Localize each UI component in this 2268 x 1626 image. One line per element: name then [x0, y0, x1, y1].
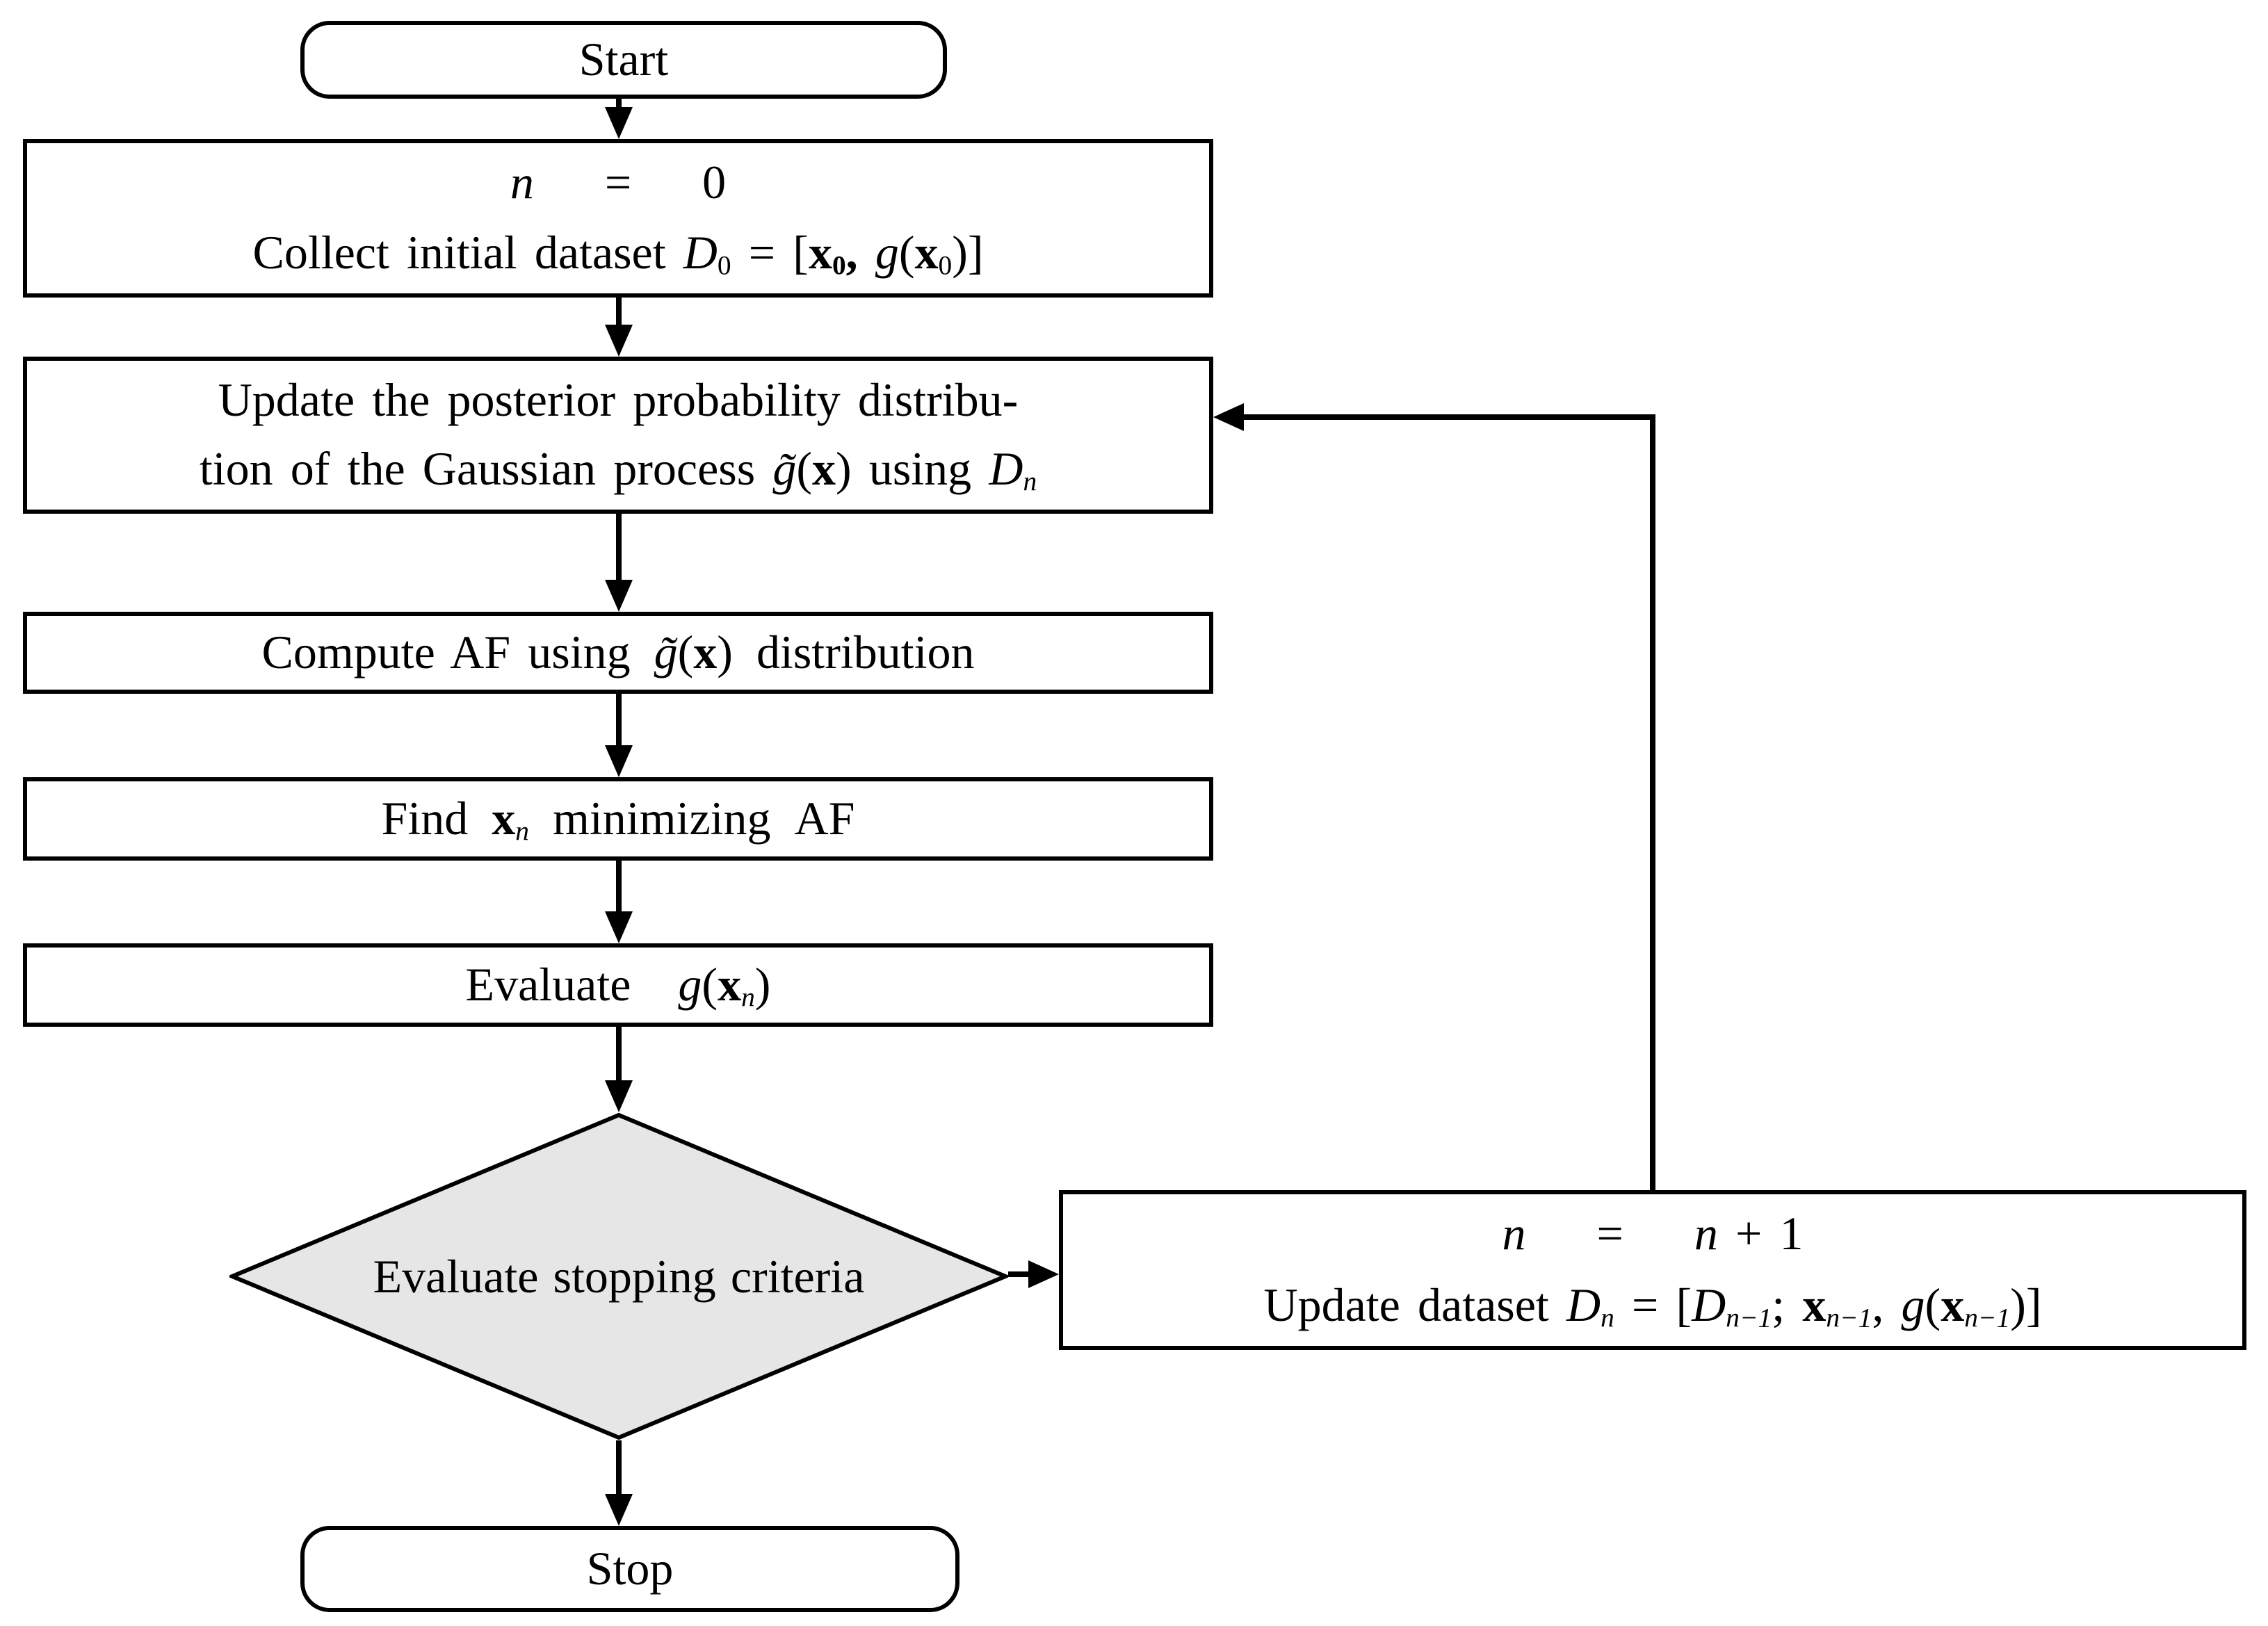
node-start-label: Start: [578, 33, 669, 86]
arrow-start-to-init-head: [605, 107, 633, 139]
node-compute-af: Compute AF using g̃(x) distribution: [23, 612, 1213, 694]
loop-back-vertical-line: [1650, 414, 1655, 1190]
evaluate-g-label: Evaluate g(xn): [465, 957, 771, 1013]
arrow-update-to-compute-shaft: [616, 514, 622, 583]
update-posterior-line2: tion of the Gaussian process g̃(x) using…: [199, 442, 1037, 497]
arrow-find-to-evaluate-head: [605, 911, 633, 943]
init-dataset-line: Collect initial dataset D0 = [x0, g(x0)]: [252, 226, 984, 281]
stopping-criteria-label: Evaluate stopping criteria: [373, 1249, 865, 1303]
arrow-init-to-update-head: [605, 325, 633, 357]
node-find-min: Find xn minimizing AF: [23, 777, 1213, 861]
node-stop: Stop: [300, 1526, 959, 1612]
arrow-decision-to-stop-shaft: [616, 1440, 622, 1497]
loop-back-horizontal-line: [1242, 414, 1655, 420]
arrow-init-to-update-shaft: [616, 298, 622, 329]
node-stop-label: Stop: [586, 1542, 674, 1595]
arrow-decision-to-increment-shaft: [1008, 1271, 1036, 1277]
update-posterior-line1: Update the posterior probability distrib…: [218, 373, 1019, 426]
arrow-update-to-compute-head: [605, 580, 633, 612]
init-equation-line: n = 0: [510, 156, 727, 209]
node-init-dataset: n = 0 Collect initial dataset D0 = [x0, …: [23, 139, 1213, 298]
node-update-posterior: Update the posterior probability distrib…: [23, 357, 1213, 514]
node-stopping-criteria: Evaluate stopping criteria: [229, 1112, 1008, 1440]
arrow-find-to-evaluate-shaft: [616, 861, 622, 914]
arrow-compute-to-find-shaft: [616, 694, 622, 748]
arrow-compute-to-find-head: [605, 745, 633, 777]
increment-dataset-line: Update dataset Dn = [Dn−1; xn−1, g(xn−1)…: [1263, 1278, 2042, 1333]
arrow-evaluate-to-decision-head: [605, 1080, 633, 1112]
diamond-polygon: [229, 1112, 1008, 1440]
arrow-decision-to-stop-head: [605, 1494, 633, 1526]
find-min-label: Find xn minimizing AF: [381, 791, 855, 847]
loop-back-arrow-head: [1213, 403, 1244, 431]
node-start: Start: [300, 21, 947, 99]
decision-diamond-shape: [229, 1112, 1008, 1440]
increment-equation-line: n = n + 1: [1502, 1207, 1804, 1260]
arrow-evaluate-to-decision-shaft: [616, 1027, 622, 1083]
compute-af-label: Compute AF using g̃(x) distribution: [261, 626, 975, 679]
node-increment: n = n + 1 Update dataset Dn = [Dn−1; xn−…: [1059, 1190, 2246, 1350]
arrow-start-to-init-shaft: [616, 99, 622, 111]
arrow-decision-to-increment-head: [1028, 1260, 1059, 1288]
node-evaluate-g: Evaluate g(xn): [23, 943, 1213, 1027]
